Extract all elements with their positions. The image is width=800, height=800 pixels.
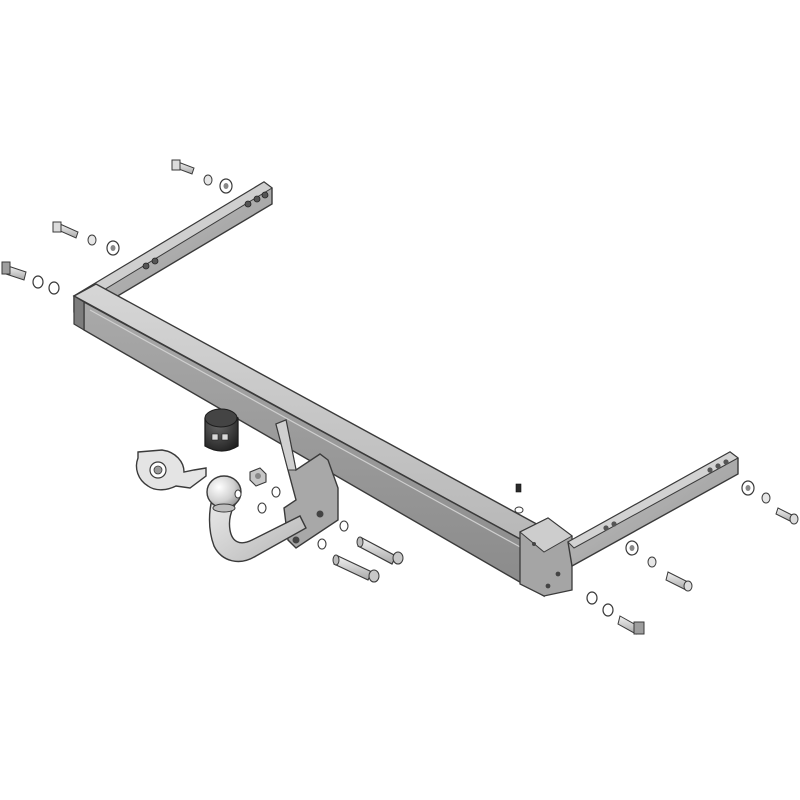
washer-center-3	[234, 489, 242, 499]
washer-center-2	[257, 502, 267, 514]
washer-small	[514, 506, 524, 514]
washer-center-5	[317, 538, 327, 550]
pin-upper	[356, 536, 404, 565]
bolt-right-3	[617, 615, 645, 635]
arm-holes-left-end	[142, 191, 269, 270]
washer-right-1b	[761, 492, 771, 504]
mounting-pins	[332, 536, 404, 583]
bolt-left-2	[52, 221, 79, 239]
washer-center-4	[339, 520, 349, 532]
washer-right-2b	[647, 556, 657, 568]
electrical-socket	[204, 408, 239, 452]
bolts-washers-nuts	[1, 159, 799, 635]
ball-mounting-plates	[275, 419, 339, 549]
nut-center	[249, 467, 267, 487]
bolt-left-1	[171, 159, 195, 175]
washer-right-3a	[586, 591, 598, 605]
washer-right-3b	[602, 603, 614, 617]
tow-ball-neck	[206, 475, 307, 563]
screw-small	[515, 483, 522, 493]
bolt-left-3	[1, 261, 27, 281]
washer-left-1a	[203, 174, 213, 186]
arm-holes-right-end	[603, 459, 729, 531]
side-arm-left	[73, 181, 273, 317]
washer-left-3a	[32, 275, 44, 289]
pin-lower	[332, 554, 380, 583]
washer-center-1	[271, 486, 281, 498]
washer-left-2a	[87, 234, 97, 246]
side-arm-right	[567, 451, 739, 568]
crossbeam	[72, 283, 573, 598]
socket-bracket	[135, 449, 207, 491]
bolt-right-1	[775, 507, 799, 525]
bolt-right-2	[665, 571, 693, 592]
washer-left-3b	[48, 281, 60, 295]
